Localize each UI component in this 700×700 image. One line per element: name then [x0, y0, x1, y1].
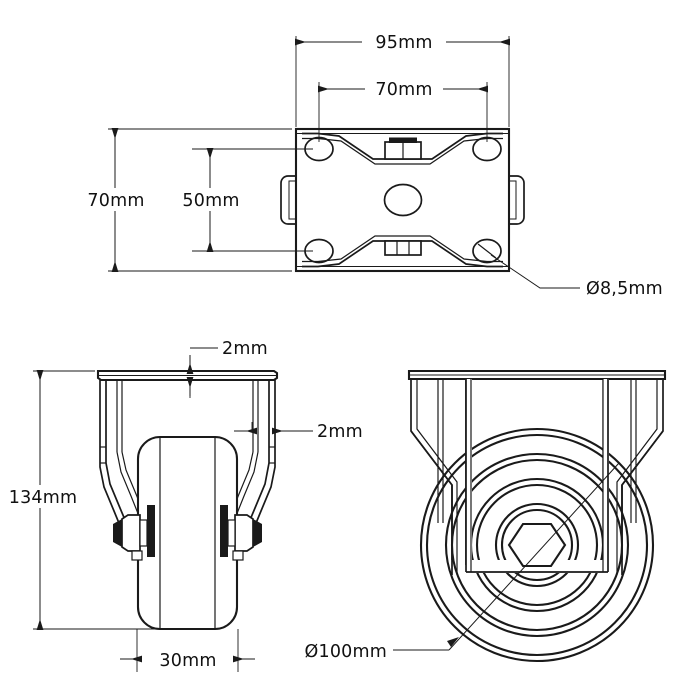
- dim-plate-width: 95mm: [295, 31, 510, 127]
- dim-label-hole-spacing-depth: 50mm: [182, 191, 239, 211]
- side-view-group: 2mm 2mm 134mm 30mm: [0, 339, 363, 672]
- dim-text-bg-134: [0, 485, 86, 508]
- front-view-group: Ø100mm: [305, 369, 667, 663]
- side-lug-left: [280, 175, 296, 225]
- leader-line-bolt-hole: [490, 254, 580, 289]
- leader-line-wheel-diameter: [448, 462, 620, 651]
- dim-text-bg-50: [173, 188, 249, 211]
- centre-axle-hole: [383, 183, 423, 217]
- dim-text-bg-30: [150, 648, 226, 671]
- callout-bolt-hole-diameter: Ø8,5mm: [490, 254, 663, 299]
- dim-hole-spacing-width: 70mm: [318, 78, 488, 142]
- side-wheel-body: [136, 435, 239, 631]
- dim-label-wheel-diameter: Ø100mm: [305, 642, 387, 662]
- dim-label-overall-height: 134mm: [9, 488, 78, 508]
- wheel-ring-4-outer: [494, 502, 580, 588]
- dim-text-bg-70d: [78, 188, 154, 211]
- dim-text-bg-95: [362, 31, 446, 53]
- wheel-ring-4-inner: [500, 508, 574, 582]
- front-fork-right-outer-2: [616, 379, 658, 575]
- dim-plate-depth: 70mm: [78, 128, 292, 272]
- dim-label-wheel-width: 30mm: [159, 651, 216, 671]
- dim-wheel-width: 30mm: [120, 629, 255, 672]
- front-fork-left-outer-2: [416, 379, 458, 575]
- callout-wheel-diameter: Ø100mm: [305, 462, 620, 662]
- mounting-hole-bottom-right: [472, 238, 502, 264]
- top-bolt-head: [384, 137, 422, 160]
- dim-label-plate-width: 95mm: [375, 33, 432, 53]
- leader-arrow-wheel-diameter: [447, 637, 459, 647]
- top-view-group: 95mm 70mm 70mm 50mm Ø: [78, 31, 663, 299]
- front-fork-left-arm-front: [410, 430, 453, 560]
- dim-plate-thickness: 2mm: [186, 339, 268, 398]
- axle-bracket-right: [220, 505, 244, 561]
- plate-rib-top-inner: [302, 137, 503, 165]
- dim-text-bg-70w: [365, 78, 443, 100]
- side-lug-right: [509, 175, 525, 225]
- wheel-ring-1-inner: [425, 433, 649, 657]
- plate-outline: [294, 127, 511, 273]
- plate-rib-bottom-inner: [302, 235, 503, 263]
- dim-label-fork-thickness: 2mm: [317, 422, 363, 442]
- axle-nut-right: [227, 514, 262, 552]
- front-fork-right-arm-front: [621, 430, 664, 560]
- mounting-hole-callout-slash: [477, 243, 497, 259]
- plate-inner-edge: [296, 133, 509, 267]
- dim-label-plate-thickness: 2mm: [222, 339, 268, 359]
- dim-overall-height: 134mm: [0, 370, 160, 630]
- wheel-ring-3-inner: [475, 483, 599, 607]
- dim-fork-thickness: 2mm: [234, 422, 363, 442]
- axle-nut-left: [113, 514, 148, 552]
- axle-bracket-left: [131, 505, 155, 561]
- wheel-ring-1-outer: [419, 427, 655, 663]
- front-fork-over-wheel: [465, 379, 609, 573]
- bottom-bolt-head: [384, 240, 422, 256]
- dim-label-bolt-hole-diameter: Ø8,5mm: [586, 279, 663, 299]
- wheel-ring-2-outer: [444, 452, 630, 638]
- dim-hole-spacing-depth: 50mm: [173, 148, 313, 252]
- dim-label-hole-spacing-width: 70mm: [375, 80, 432, 100]
- hub-hex-nut: [507, 522, 567, 568]
- dim-label-plate-depth: 70mm: [87, 191, 144, 211]
